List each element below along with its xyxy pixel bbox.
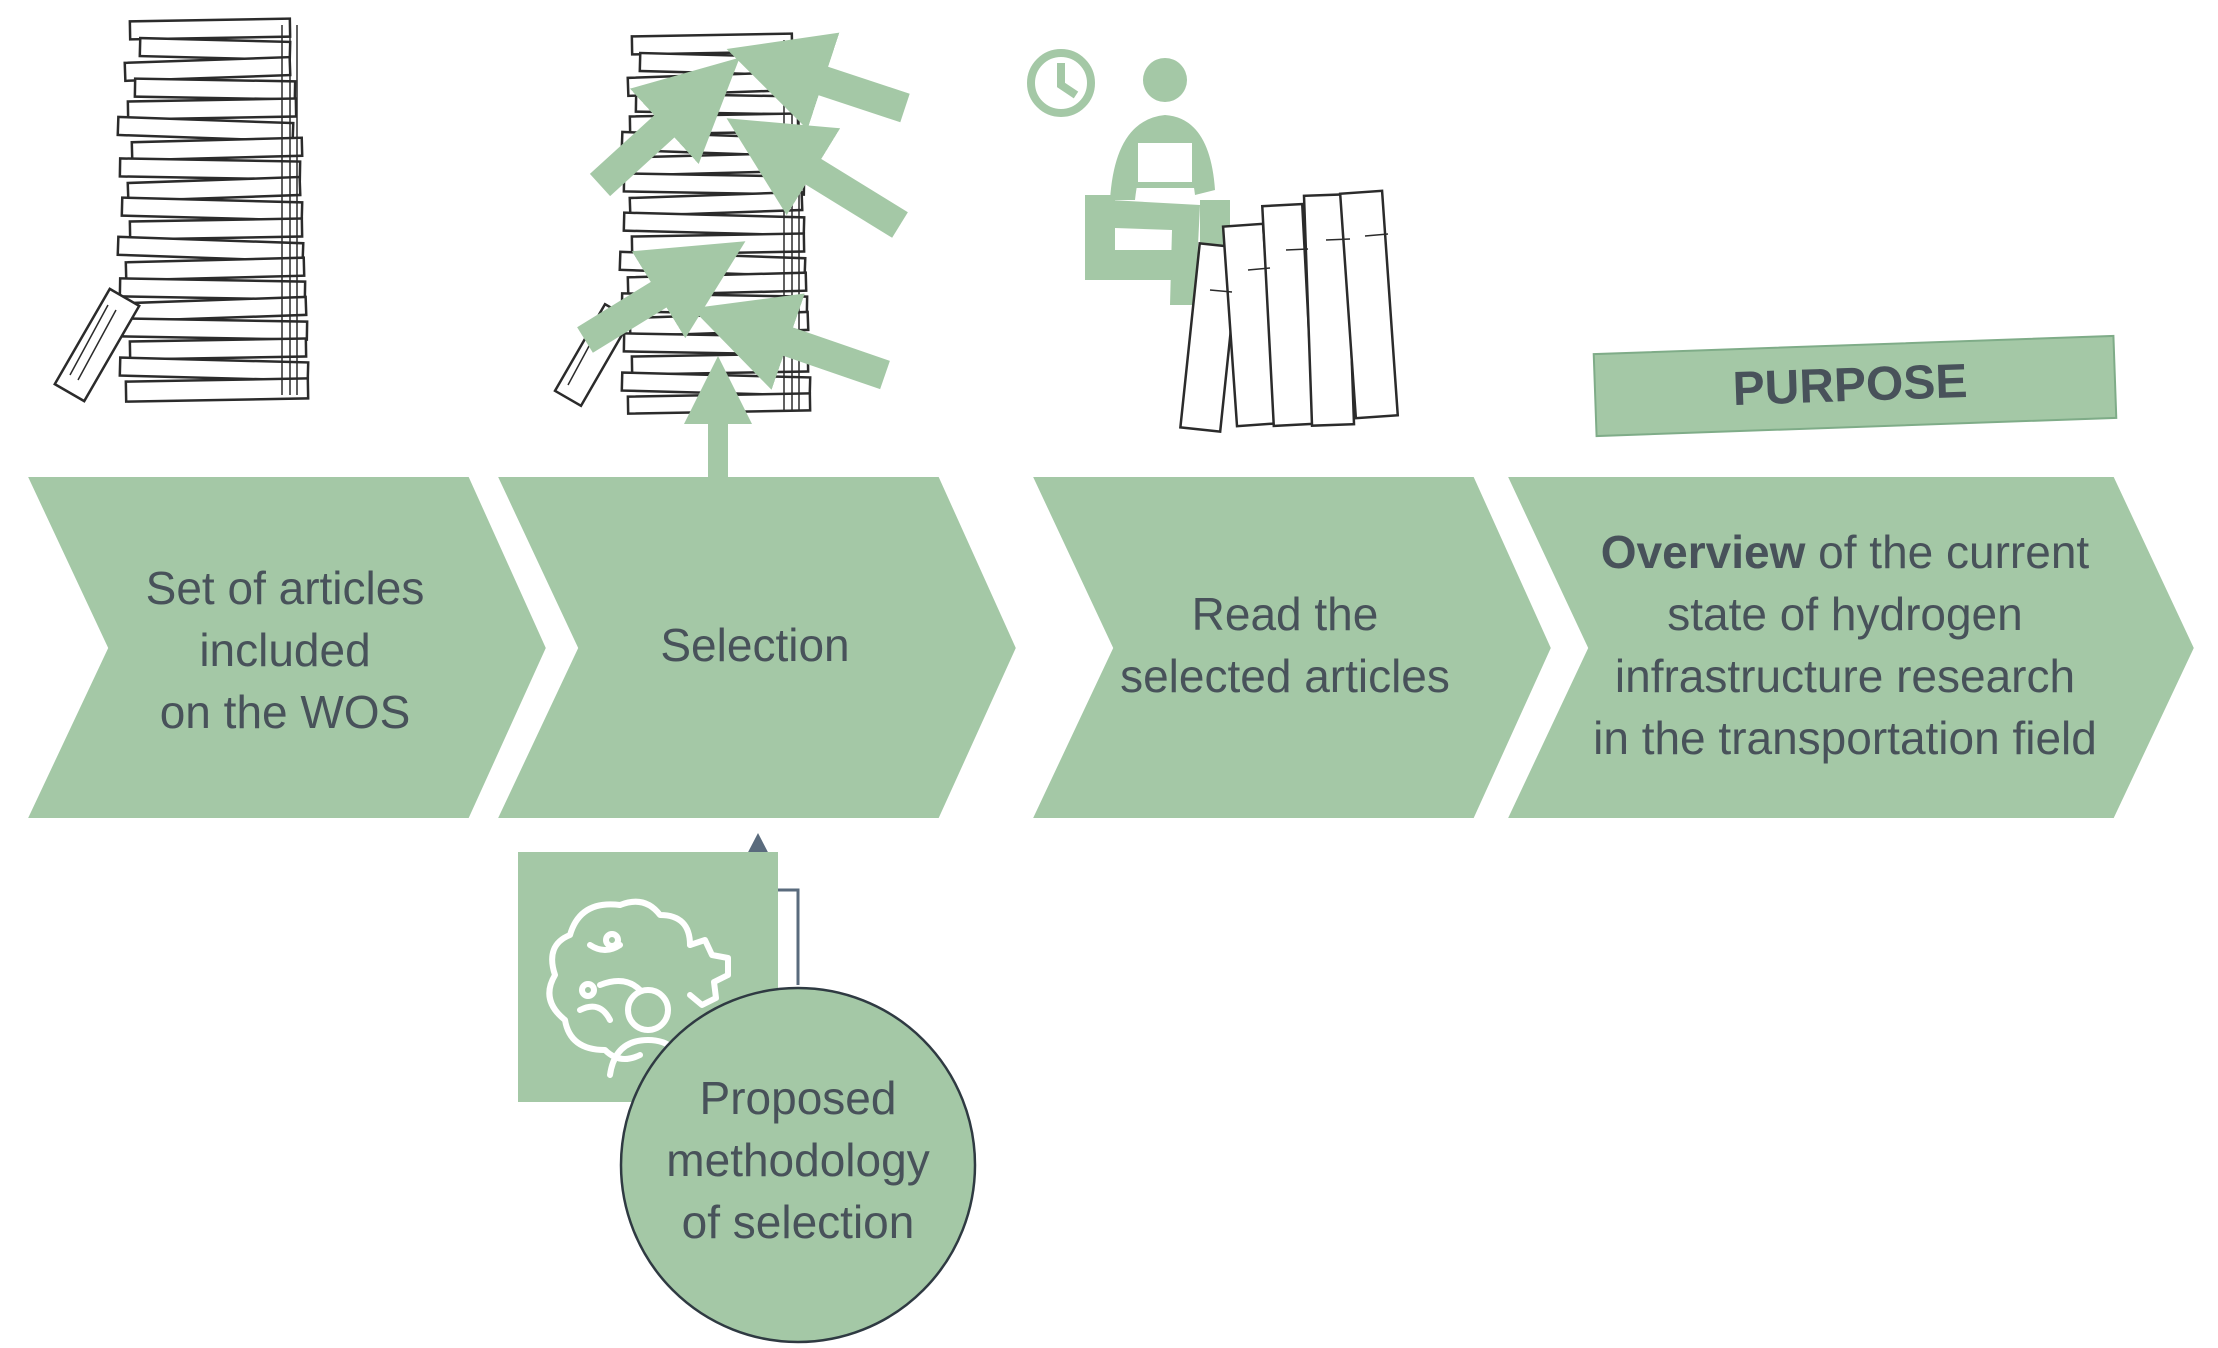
purpose-banner [1592, 334, 2118, 438]
step-3-chevron [1026, 473, 1556, 822]
step-4-line-4: in the transportation field [1593, 712, 2097, 764]
step-2-label: Selection [575, 600, 935, 690]
methodology-arrowhead [745, 833, 771, 858]
methodology-label: Proposed methodology of selection [625, 1060, 971, 1260]
step-4-chevron [1501, 473, 2199, 822]
step-3-line-2: selected articles [1120, 650, 1450, 702]
reading-person-icon [1110, 58, 1215, 305]
stacked-books-icon [116, 17, 310, 403]
step-4-line-2: state of hydrogen [1667, 588, 2023, 640]
selection-arrows [577, 32, 910, 390]
step-4-line-1-rest: of the current [1805, 526, 2090, 578]
step-1-line-1: Set of articles [145, 562, 425, 614]
step-3-label: Read the selected articles [1085, 570, 1485, 720]
step-1-line-2: included [199, 624, 371, 676]
standing-books-icon [1179, 189, 1400, 433]
methodology-line-2: methodology [666, 1134, 930, 1186]
step-4-line-1: Overview of the current [1593, 521, 2097, 583]
methodology-line-3: of selection [681, 1196, 915, 1248]
stacked-books-icon [618, 32, 812, 415]
step-1-label: Set of articles included on the WOS [100, 535, 470, 765]
step-4-label: Overview of the current state of hydroge… [1555, 520, 2135, 770]
methodology-line-1: Proposed [699, 1072, 897, 1124]
step-4-bold-lead: Overview [1600, 526, 1806, 578]
step-1-line-3: on the WOS [159, 686, 411, 738]
step-2-line-1: Selection [660, 619, 850, 671]
step-4-line-3: infrastructure research [1614, 650, 2076, 702]
clock-icon [1027, 49, 1095, 117]
step-1-chevron [21, 473, 551, 822]
methodology-circle [619, 986, 977, 1344]
fallen-book-icon [53, 287, 141, 403]
step-3-line-1: Read the [1191, 588, 1379, 640]
step-2-chevron [491, 473, 1021, 822]
process-chevrons [21, 473, 2199, 822]
